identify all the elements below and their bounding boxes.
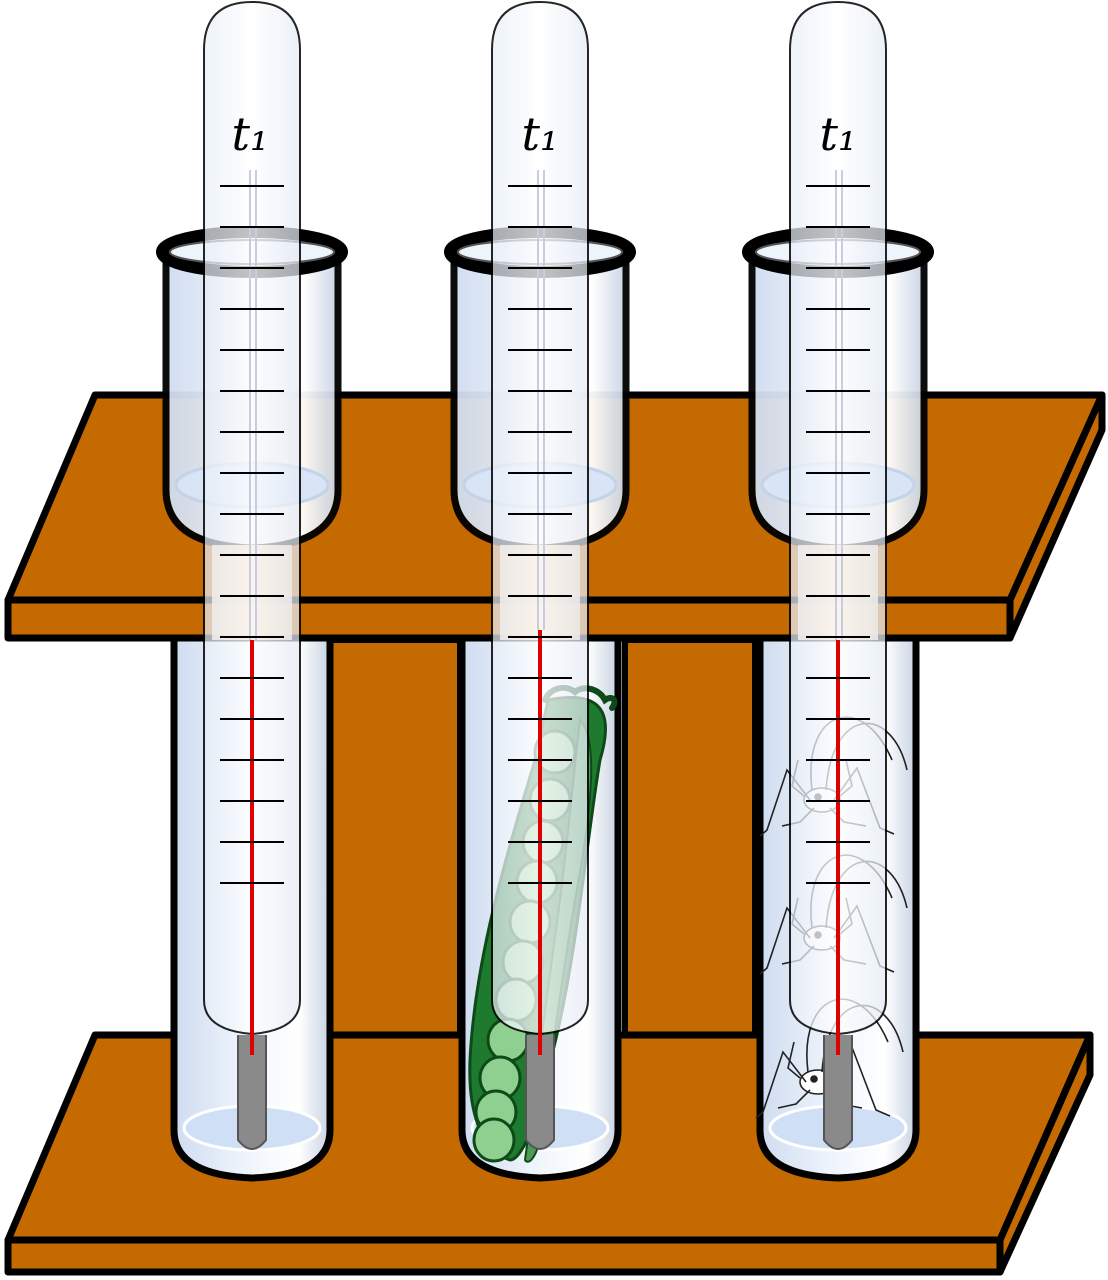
thermometer-symbol-1: t₁ [232, 107, 269, 161]
rack-back-post [327, 637, 463, 1063]
pea [472, 1117, 516, 1163]
thermometer-symbol-3: t₁ [820, 107, 857, 161]
thermometer-1 [203, 0, 301, 1150]
thermometer-3 [789, 0, 887, 1150]
thermometer-symbol-2: t₁ [522, 107, 559, 161]
thermometer-2 [491, 0, 589, 1150]
rack-back-post [622, 637, 758, 1063]
